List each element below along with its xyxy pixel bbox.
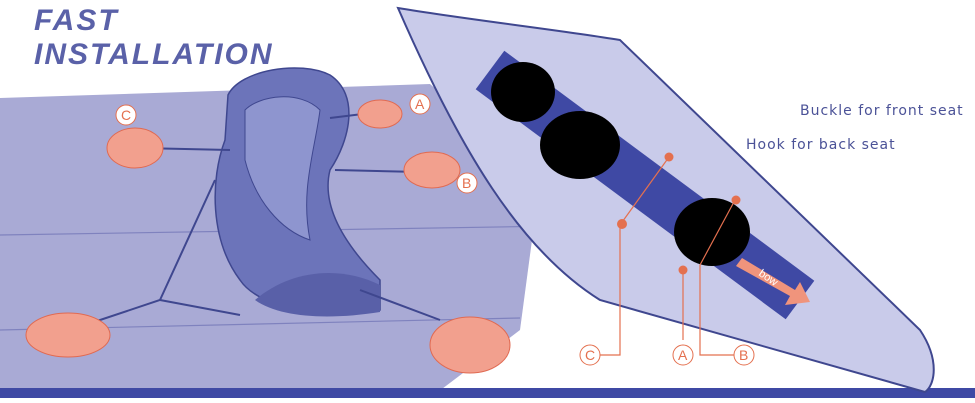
hook-back-seat-caption: Hook for back seat — [746, 137, 896, 153]
title-line-1: FAST — [34, 6, 119, 36]
marker-c-right: C — [585, 347, 595, 363]
marker-a-left: A — [415, 96, 424, 112]
marker-b-right: B — [739, 347, 748, 363]
title-line-2: INSTALLATION — [34, 40, 274, 70]
buckle-front-seat-caption: Buckle for front seat — [800, 103, 964, 119]
marker-b-left: B — [462, 175, 471, 191]
marker-a-right: A — [678, 347, 687, 363]
marker-c-left: C — [121, 107, 131, 123]
